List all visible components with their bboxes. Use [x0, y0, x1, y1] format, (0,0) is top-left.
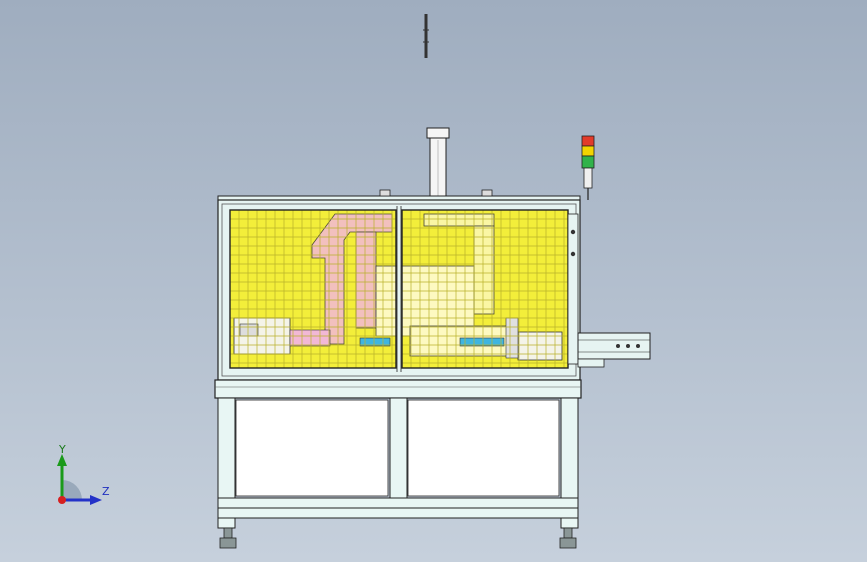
fence-frames: [229, 206, 569, 372]
y-axis-label: Y: [59, 443, 66, 456]
blue-conveyor-band: [359, 337, 505, 347]
stack-light-yellow-icon: [581, 145, 595, 157]
z-axis-label: Z: [102, 485, 110, 498]
stack-light-red-icon: [581, 135, 595, 147]
button-icon: [570, 251, 576, 257]
origin-dot-icon: [58, 496, 66, 504]
table-base: [217, 397, 579, 529]
top-cylinder[interactable]: [426, 127, 450, 199]
button-icon: [570, 229, 576, 235]
output-rail[interactable]: [577, 332, 651, 368]
side-control-box[interactable]: [567, 213, 579, 365]
stack-light[interactable]: [581, 135, 595, 200]
stack-light-green-icon: [581, 155, 595, 169]
lower-panels[interactable]: [235, 399, 560, 497]
coordinate-triad: [57, 454, 102, 505]
hanging-cable: [423, 14, 429, 58]
fence-mesh: [230, 210, 568, 368]
leveling-feet: [219, 527, 577, 549]
pink-gantry[interactable]: [311, 213, 393, 345]
table-top: [214, 379, 582, 399]
